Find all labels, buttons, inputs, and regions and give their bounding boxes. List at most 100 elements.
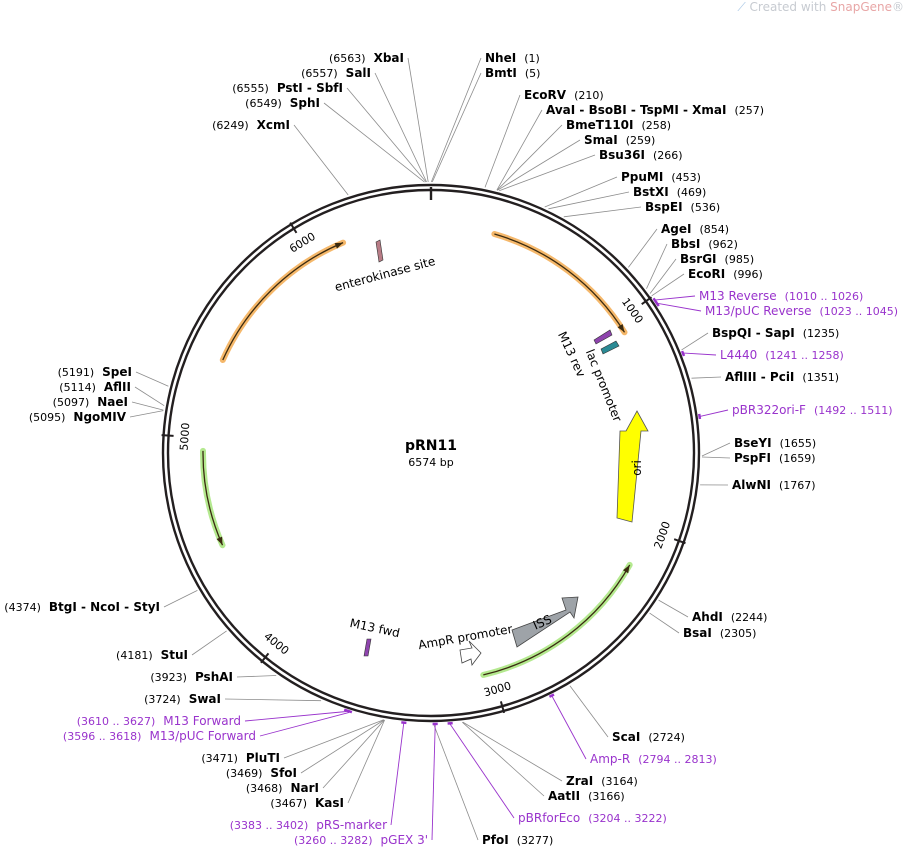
site-label[interactable]: (6555)PstI - SbfI: [232, 81, 343, 95]
site-label[interactable]: (3467)KasI: [270, 796, 344, 810]
site-label[interactable]: BmeT110I(258): [566, 118, 671, 132]
site-name: BsrGI: [680, 252, 717, 266]
lac-promoter-feature[interactable]: [600, 340, 620, 355]
site-position: (6549): [245, 97, 282, 110]
site-name: EcoRI: [688, 267, 725, 281]
primer-name: pBR322ori-F: [732, 403, 806, 417]
site-leader: [430, 57, 482, 183]
site-label[interactable]: NheI(1): [485, 51, 540, 65]
site-label[interactable]: (4374)BtgI - NcoI - StyI: [4, 600, 160, 614]
site-label[interactable]: BseYI(1655): [734, 436, 816, 450]
site-name: AvaI - BsoBI - TspMI - XmaI: [546, 103, 726, 117]
site-label[interactable]: BsaI(2305): [683, 626, 756, 640]
site-label[interactable]: Bsu36I(266): [599, 148, 683, 162]
site-label[interactable]: BstXI(469): [633, 185, 706, 199]
m13-rev-feature[interactable]: [593, 329, 613, 345]
site-label[interactable]: AatII(3166): [548, 789, 625, 803]
site-label[interactable]: ZraI(3164): [566, 774, 638, 788]
primer-label[interactable]: (3383 .. 3402)pRS-marker: [230, 818, 387, 832]
green-arc-left[interactable]: [202, 450, 224, 546]
tick-label: 3000: [482, 679, 512, 699]
site-label[interactable]: BspQI - SapI(1235): [712, 326, 839, 340]
primer-leader: [700, 409, 729, 417]
primer-label[interactable]: M13 Reverse(1010 .. 1026): [699, 289, 863, 303]
site-position: (2244): [731, 611, 768, 624]
site-name: BbsI: [671, 237, 700, 251]
enterokinase-site-feature[interactable]: [375, 239, 384, 263]
site-position: (3469): [226, 767, 263, 780]
site-label[interactable]: (6249)XcmI: [212, 118, 290, 132]
site-name: NgoMIV: [73, 410, 126, 424]
site-label[interactable]: BbsI(962): [671, 237, 738, 251]
primer-label[interactable]: Amp-R(2794 .. 2813): [590, 752, 717, 766]
site-name: SalI: [346, 66, 371, 80]
tick-label: 2000: [652, 520, 674, 551]
site-label[interactable]: BmtI(5): [485, 66, 540, 80]
site-label[interactable]: PfoI(3277): [482, 833, 553, 847]
site-label[interactable]: PspFI(1659): [734, 451, 816, 465]
site-label[interactable]: EcoRV(210): [524, 88, 604, 102]
site-label[interactable]: (5191)SpeI: [58, 365, 132, 379]
site-label[interactable]: (6563)XbaI: [329, 51, 404, 65]
site-position: (6249): [212, 119, 249, 132]
primer-range: (2794 .. 2813): [638, 753, 717, 766]
site-label[interactable]: (3471)PluTI: [201, 751, 280, 765]
m13-fwd-feature[interactable]: [363, 638, 372, 657]
orange-arc-right-arrowhead: [617, 324, 625, 333]
tick-label: 6000: [287, 230, 318, 256]
site-name: SpeI: [102, 365, 132, 379]
primer-range: (3260 .. 3282): [294, 834, 373, 847]
primer-label[interactable]: (3260 .. 3282)pGEX 3': [294, 833, 428, 847]
site-label[interactable]: AhdI(2244): [692, 610, 767, 624]
primer-name: pBRforEco: [518, 811, 580, 825]
leader-lines-layer: [129, 57, 731, 841]
primer-leader: [655, 295, 696, 301]
site-leader: [681, 332, 709, 351]
ampr-promoter-feature[interactable]: [459, 640, 482, 666]
site-label[interactable]: (4181)StuI: [116, 648, 188, 662]
site-label[interactable]: (3724)SwaI: [144, 692, 221, 706]
site-label[interactable]: (6557)SalI: [301, 66, 371, 80]
site-leader: [649, 612, 680, 634]
site-label[interactable]: PpuMI(453): [621, 170, 701, 184]
site-leader: [499, 154, 596, 192]
primer-range: (1023 .. 1045): [820, 305, 899, 318]
ori-feature[interactable]: [616, 410, 649, 523]
site-label[interactable]: BsrGI(985): [680, 252, 754, 266]
site-label[interactable]: AvaI - BsoBI - TspMI - XmaI(257): [546, 103, 764, 117]
backbone-outer: [161, 183, 701, 723]
site-position: (1767): [779, 479, 816, 492]
site-label[interactable]: AgeI(854): [661, 222, 729, 236]
site-label[interactable]: (3923)PshAI: [150, 670, 233, 684]
primer-label[interactable]: L4440(1241 .. 1258): [720, 348, 844, 362]
site-label[interactable]: AflIII - PciI(1351): [725, 370, 839, 384]
site-label[interactable]: SmaI(259): [584, 133, 655, 147]
site-position: (1655): [780, 437, 817, 450]
iss-feature[interactable]: [511, 596, 579, 648]
site-label[interactable]: BspEI(536): [645, 200, 720, 214]
site-position: (6555): [232, 82, 269, 95]
primer-label[interactable]: pBRforEco(3204 .. 3222): [518, 811, 667, 825]
site-labels-layer: NheI(1)BmtI(5) EcoRV(210)AvaI - BsoBI - T…: [4, 51, 898, 847]
orange-arc-right[interactable]: [494, 233, 626, 333]
site-position: (259): [626, 134, 656, 147]
green-arc-bottom-right[interactable]: [483, 564, 631, 676]
site-label[interactable]: (3468)NarI: [246, 781, 319, 795]
site-label[interactable]: (6549)SphI: [245, 96, 320, 110]
primer-label[interactable]: (3610 .. 3627)M13 Forward: [77, 714, 241, 728]
site-position: (1351): [802, 371, 839, 384]
orange-arc-left[interactable]: [222, 242, 344, 361]
primer-label[interactable]: pBR322ori-F(1492 .. 1511): [732, 403, 893, 417]
tick-mark: [499, 701, 506, 714]
site-label[interactable]: (3469)SfoI: [226, 766, 297, 780]
site-label[interactable]: EcoRI(996): [688, 267, 763, 281]
primer-label[interactable]: (3596 .. 3618)M13/pUC Forward: [63, 729, 256, 743]
primer-leader: [683, 352, 717, 356]
site-label[interactable]: (5114)AflII: [59, 380, 131, 394]
site-label[interactable]: AlwNI(1767): [732, 478, 816, 492]
site-label[interactable]: (5097)NaeI: [53, 395, 128, 409]
site-label[interactable]: (5095)NgoMIV: [29, 410, 127, 424]
site-label[interactable]: ScaI(2724): [612, 730, 685, 744]
primer-label[interactable]: M13/pUC Reverse(1023 .. 1045): [705, 304, 898, 318]
